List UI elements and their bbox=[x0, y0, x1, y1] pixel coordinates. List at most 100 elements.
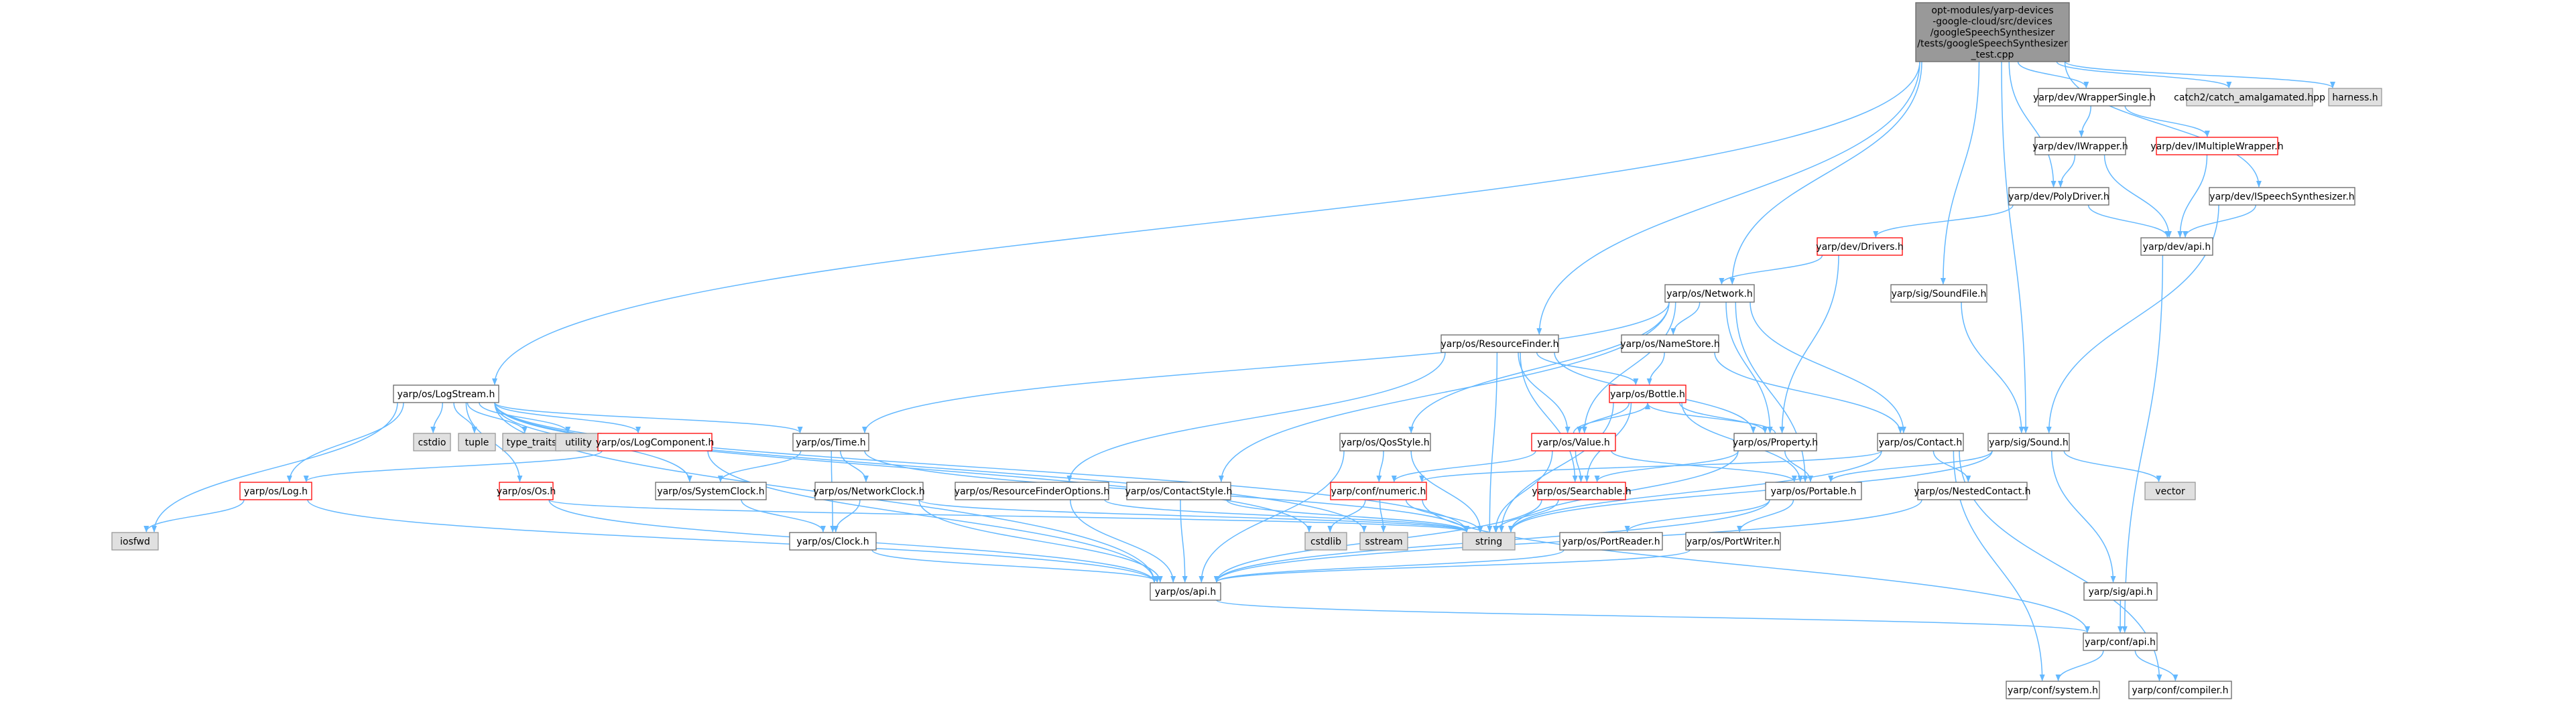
node-clock[interactable]: yarp/os/Clock.h bbox=[789, 532, 877, 551]
node-portable[interactable]: yarp/os/Portable.h bbox=[1765, 482, 1862, 500]
node-box bbox=[597, 433, 713, 451]
node-logstream[interactable]: yarp/os/LogStream.h bbox=[393, 384, 499, 403]
node-label: yarp/dev/ISpeechSynthesizer.h bbox=[2209, 192, 2354, 202]
node-box bbox=[1621, 334, 1719, 353]
node-resourcefinder[interactable]: yarp/os/ResourceFinder.h bbox=[1440, 334, 1559, 353]
edge-bottle-to-property bbox=[1678, 402, 1768, 433]
node-label: utility bbox=[565, 437, 592, 448]
node-label: yarp/os/Property.h bbox=[1733, 437, 1818, 448]
node-label: yarp/os/Time.h bbox=[796, 437, 865, 448]
edge-root-to-resourcefinder bbox=[1536, 61, 1920, 335]
edge-time-to-systemclock bbox=[717, 450, 802, 482]
node-systemclock[interactable]: yarp/os/SystemClock.h bbox=[655, 482, 767, 500]
edge-network-to-contact bbox=[1750, 301, 1906, 433]
node-networkclock[interactable]: yarp/os/NetworkClock.h bbox=[813, 482, 925, 500]
node-box bbox=[2006, 681, 2100, 699]
node-box bbox=[1339, 433, 1431, 451]
node-sigapi[interactable]: yarp/sig/api.h bbox=[2083, 582, 2158, 601]
node-label: yarp/os/Portable.h bbox=[1771, 486, 1857, 497]
edge-logstream-to-log bbox=[286, 402, 404, 482]
node-property[interactable]: yarp/os/Property.h bbox=[1733, 433, 1818, 451]
node-label: yarp/os/Searchable.h bbox=[1532, 486, 1631, 497]
node-bottle[interactable]: yarp/os/Bottle.h bbox=[1609, 384, 1686, 403]
node-label: cstdlib bbox=[1310, 537, 1341, 547]
node-numeric[interactable]: yarp/conf/numeric.h bbox=[1330, 482, 1427, 500]
node-iwrapper[interactable]: yarp/dev/IWrapper.h bbox=[2032, 137, 2128, 155]
node-ispeech[interactable]: yarp/dev/ISpeechSynthesizer.h bbox=[2209, 187, 2355, 206]
edge-confapi-to-confsystem bbox=[2055, 650, 2104, 681]
edge-sound-to-string bbox=[1508, 450, 1993, 533]
edge-clock-to-osapi bbox=[871, 549, 1160, 583]
edge-bottle-to-value bbox=[1577, 402, 1630, 433]
edge-root-to-harness bbox=[2065, 61, 2335, 88]
node-network[interactable]: yarp/os/Network.h bbox=[1664, 284, 1755, 303]
node-portwriter[interactable]: yarp/os/PortWriter.h bbox=[1685, 532, 1781, 551]
node-box bbox=[1987, 433, 2070, 451]
edge-root-to-soundfile bbox=[1940, 61, 1980, 285]
edge-polydriver-to-drivers bbox=[1873, 204, 2014, 238]
node-utility[interactable]: utility bbox=[555, 433, 602, 451]
node-label: /googleSpeechSynthesizer bbox=[1930, 27, 2055, 38]
node-polydriver[interactable]: yarp/dev/PolyDriver.h bbox=[2008, 187, 2109, 206]
edge-sound-to-sigapi bbox=[2051, 450, 2116, 583]
node-tuple[interactable]: tuple bbox=[458, 433, 496, 451]
node-confcompiler[interactable]: yarp/conf/compiler.h bbox=[2128, 681, 2232, 699]
node-catch2[interactable]: catch2/catch_amalgamated.hpp bbox=[2174, 88, 2325, 107]
edge-root-to-ispeech bbox=[2064, 61, 2262, 188]
node-iosfwd[interactable]: iosfwd bbox=[111, 532, 159, 551]
node-sstream[interactable]: sstream bbox=[1359, 532, 1408, 551]
node-nestedcontact[interactable]: yarp/os/NestedContact.h bbox=[1914, 482, 2031, 500]
node-value[interactable]: yarp/os/Value.h bbox=[1531, 433, 1616, 451]
node-box bbox=[1733, 433, 1817, 451]
edge-logcomponent-to-log bbox=[303, 450, 603, 482]
node-label: yarp/os/SystemClock.h bbox=[657, 486, 764, 497]
node-cstdlib[interactable]: cstdlib bbox=[1304, 532, 1347, 551]
node-label: yarp/os/PortReader.h bbox=[1562, 537, 1660, 547]
node-label: yarp/os/NetworkClock.h bbox=[813, 486, 925, 497]
node-box bbox=[2186, 88, 2313, 107]
node-imultiple[interactable]: yarp/dev/IMultipleWrapper.h bbox=[2150, 137, 2284, 155]
node-string[interactable]: string bbox=[1462, 532, 1516, 551]
node-sound[interactable]: yarp/sig/Sound.h bbox=[1987, 433, 2070, 451]
node-root[interactable]: opt-modules/yarp-devices-google-cloud/sr… bbox=[1915, 2, 2070, 62]
node-drivers[interactable]: yarp/dev/Drivers.h bbox=[1816, 237, 1904, 256]
node-vector[interactable]: vector bbox=[2144, 482, 2196, 500]
node-confapi[interactable]: yarp/conf/api.h bbox=[2083, 632, 2158, 651]
edge-qosstyle-to-string bbox=[1410, 450, 1483, 533]
node-box bbox=[2209, 187, 2355, 206]
node-wrappersingle[interactable]: yarp/dev/WrapperSingle.h bbox=[2033, 88, 2156, 107]
edge-network-to-contactstyle bbox=[1218, 301, 1670, 482]
node-confsystem[interactable]: yarp/conf/system.h bbox=[2006, 681, 2100, 699]
edge-sound-to-vector bbox=[2063, 450, 2162, 482]
node-harness[interactable]: harness.h bbox=[2328, 88, 2382, 107]
node-box bbox=[2144, 482, 2196, 500]
edge-logstream-to-cstdio bbox=[430, 402, 443, 433]
node-label: yarp/conf/api.h bbox=[2085, 637, 2156, 648]
node-osapi[interactable]: yarp/os/api.h bbox=[1150, 582, 1221, 601]
node-log[interactable]: yarp/os/Log.h bbox=[239, 482, 312, 500]
node-typetraits[interactable]: type_traits bbox=[502, 433, 561, 451]
edge-logstream-to-cstdlib bbox=[494, 402, 1312, 533]
node-soundfile[interactable]: yarp/sig/SoundFile.h bbox=[1890, 284, 1987, 303]
node-label: yarp/sig/SoundFile.h bbox=[1892, 289, 1987, 299]
edge-layer bbox=[143, 61, 2335, 681]
node-box bbox=[1126, 482, 1231, 500]
node-contactstyle[interactable]: yarp/os/ContactStyle.h bbox=[1125, 482, 1233, 500]
node-portreader[interactable]: yarp/os/PortReader.h bbox=[1559, 532, 1663, 551]
node-cstdio[interactable]: cstdio bbox=[413, 433, 451, 451]
node-os[interactable]: yarp/os/Os.h bbox=[497, 482, 556, 500]
node-qosstyle[interactable]: yarp/os/QosStyle.h bbox=[1339, 433, 1431, 451]
node-namestore[interactable]: yarp/os/NameStore.h bbox=[1620, 334, 1720, 353]
node-devapi[interactable]: yarp/dev/api.h bbox=[2140, 237, 2213, 256]
edge-wrappersingle-to-iwrapper bbox=[2079, 105, 2091, 137]
edge-drivers-to-network bbox=[1719, 255, 1823, 285]
node-searchable[interactable]: yarp/os/Searchable.h bbox=[1532, 482, 1632, 500]
node-logcomponent[interactable]: yarp/os/LogComponent.h bbox=[596, 433, 714, 451]
edge-logstream-to-typetraits bbox=[467, 402, 528, 433]
node-time[interactable]: yarp/os/Time.h bbox=[792, 433, 869, 451]
node-contact[interactable]: yarp/os/Contact.h bbox=[1877, 433, 1964, 451]
edge-osapi-to-confapi bbox=[1216, 600, 2090, 633]
node-label: yarp/os/NestedContact.h bbox=[1914, 486, 2031, 497]
node-rfoptions[interactable]: yarp/os/ResourceFinderOptions.h bbox=[955, 482, 1109, 500]
